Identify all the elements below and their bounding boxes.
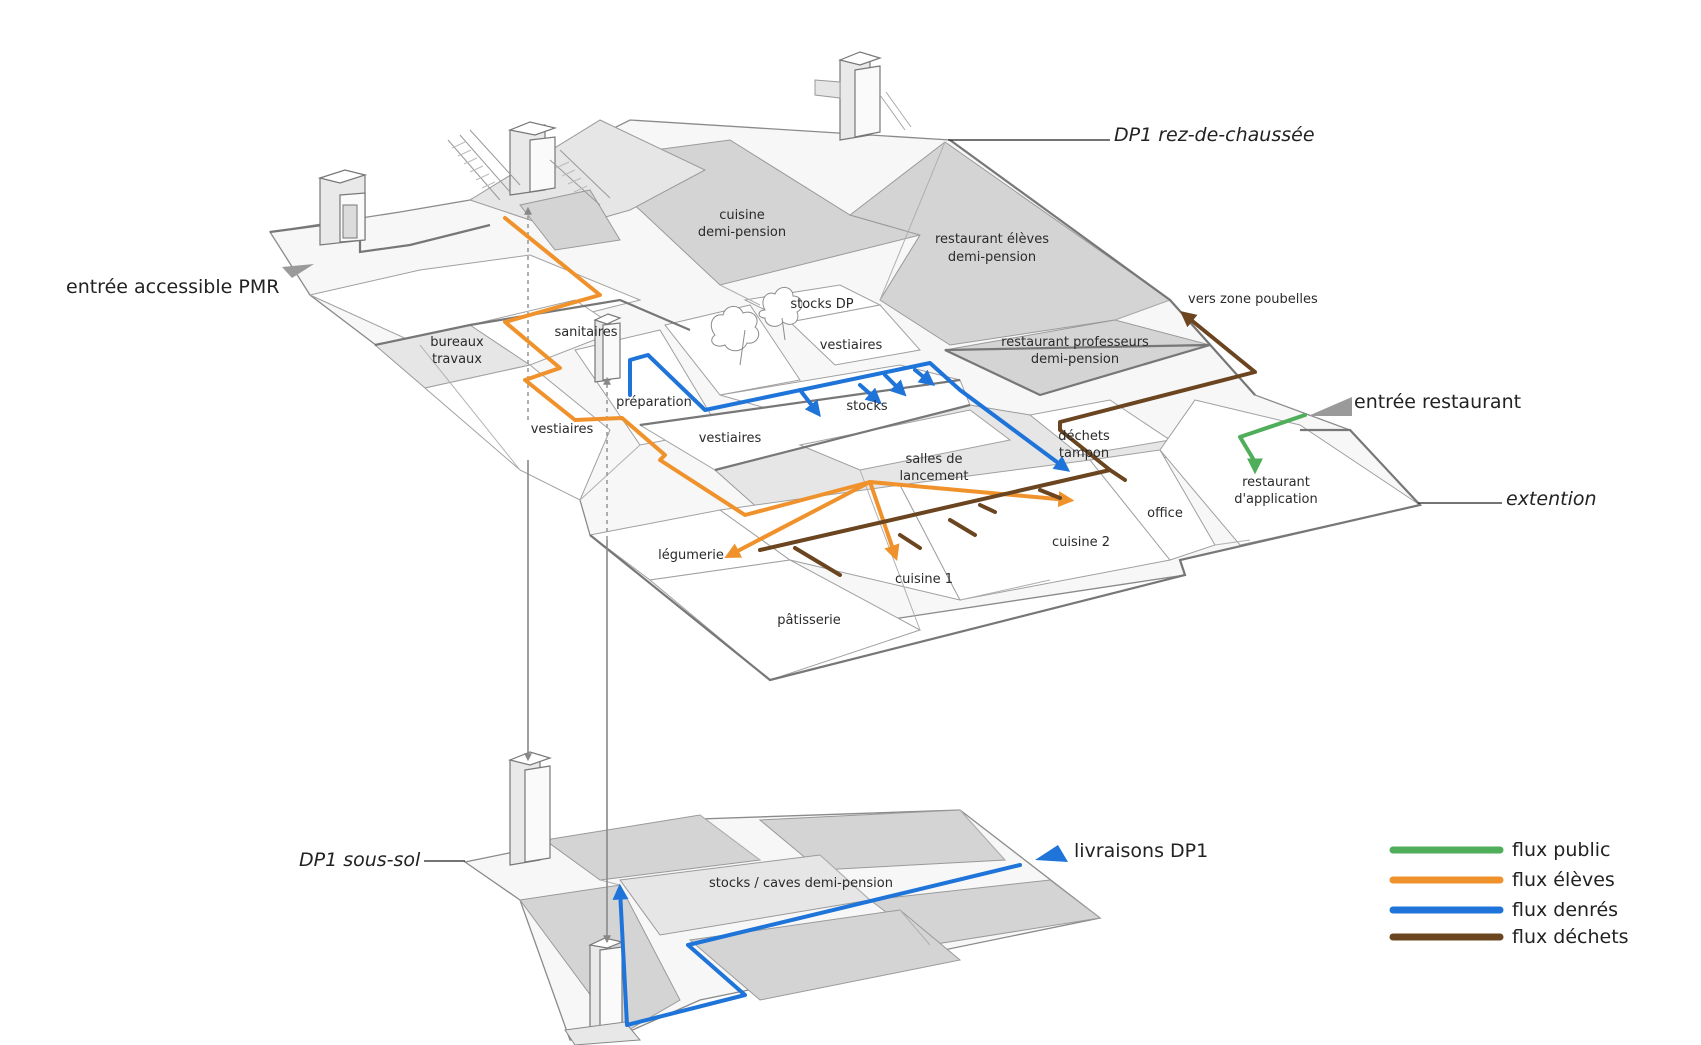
- annex-grey-room: [519, 189, 621, 251]
- legend-item-public: flux public: [1389, 839, 1610, 861]
- label-cuisine-dp-2: demi-pension: [698, 225, 786, 240]
- room-restaurant-eleves: [848, 141, 1172, 346]
- label-office: office: [1147, 506, 1183, 521]
- label-dechets-2: tampon: [1059, 446, 1109, 461]
- legend-item-denrees: flux denrés: [1389, 899, 1618, 921]
- legend-label-public: flux public: [1512, 839, 1610, 861]
- stair-tower-top: [447, 121, 611, 206]
- stair-tower-center: [593, 313, 622, 383]
- flow-denrees-basement: [612, 863, 1022, 1027]
- label-stocks-caves: stocks / caves demi-pension: [709, 876, 893, 891]
- label-entree-restaurant: entrée restaurant: [1354, 391, 1521, 413]
- label-sanitaires: sanitaires: [554, 325, 617, 340]
- label-patisserie: pâtisserie: [777, 613, 840, 628]
- label-stocks-dp: stocks DP: [790, 297, 853, 312]
- label-restaurant-app-2: d'application: [1234, 492, 1318, 507]
- flow-denrees-ground: [628, 353, 1071, 472]
- flow-eleves: [503, 216, 1075, 562]
- label-vestiaires-left: vestiaires: [531, 422, 594, 437]
- basement-floor-plan: [463, 751, 1102, 1045]
- flow-dechets: [758, 310, 1257, 577]
- label-bureaux-2: travaux: [432, 352, 482, 367]
- legend-item-dechets: flux déchets: [1389, 926, 1629, 948]
- legend-label-eleves: flux élèves: [1512, 869, 1615, 891]
- room-labels: cuisine demi-pension restaurant élèves d…: [430, 208, 1318, 891]
- label-salles-2: lancement: [900, 469, 969, 484]
- room-salles-de-lancement: [798, 409, 1012, 471]
- legend: flux public flux élèves flux denrés flux…: [1389, 839, 1629, 948]
- label-cuisine-dp-1: cuisine: [719, 208, 765, 223]
- label-rest-eleves-2: demi-pension: [948, 250, 1036, 265]
- room-vestiaires-mid: [788, 304, 921, 366]
- label-cuisine-2: cuisine 2: [1052, 535, 1110, 550]
- label-vestiaires-center: vestiaires: [699, 431, 762, 446]
- livraisons-marker: [1035, 845, 1068, 862]
- pmr-elevator-shaft: [317, 169, 368, 246]
- label-extention: extention: [1506, 488, 1597, 510]
- flow-public: [1238, 413, 1307, 475]
- entree-restaurant-marker: [1308, 397, 1352, 416]
- label-bureaux-1: bureaux: [430, 335, 484, 350]
- label-dechets-1: déchets: [1058, 429, 1110, 444]
- label-legumerie: légumerie: [658, 548, 724, 563]
- label-livraisons: livraisons DP1: [1074, 840, 1208, 862]
- label-sous-sol: DP1 sous-sol: [299, 849, 421, 871]
- label-entree-pmr: entrée accessible PMR: [66, 276, 279, 298]
- entree-pmr-marker: [282, 264, 314, 278]
- tree-icons: [710, 287, 803, 366]
- basement-partitions: [599, 809, 1006, 946]
- label-salles-1: salles de: [905, 452, 962, 467]
- label-stocks: stocks: [846, 399, 887, 414]
- label-rest-eleves-1: restaurant élèves: [935, 232, 1049, 247]
- label-rest-prof-1: restaurant professeurs: [1001, 335, 1149, 350]
- label-restaurant-app-1: restaurant: [1242, 475, 1310, 490]
- label-vers-poubelles: vers zone poubelles: [1188, 292, 1318, 307]
- basement-room-e: [688, 909, 962, 1001]
- label-rdc: DP1 rez-de-chaussée: [1114, 124, 1315, 146]
- label-preparation: préparation: [616, 395, 692, 410]
- legend-item-eleves: flux élèves: [1389, 869, 1615, 891]
- legend-label-dechets: flux déchets: [1512, 926, 1629, 948]
- callout-labels: DP1 rez-de-chaussée entrée accessible PM…: [66, 124, 1597, 871]
- stair-tower-floating: [814, 51, 912, 141]
- basement-stair-tower: [508, 751, 552, 866]
- basement-shaft-bottom: [564, 937, 642, 1045]
- room-vestiaires-left: [423, 364, 611, 501]
- label-cuisine-1: cuisine 1: [895, 572, 953, 587]
- legend-label-denrees: flux denrés: [1512, 899, 1618, 921]
- label-vestiaires-mid: vestiaires: [820, 338, 883, 353]
- label-rest-prof-2: demi-pension: [1031, 352, 1119, 367]
